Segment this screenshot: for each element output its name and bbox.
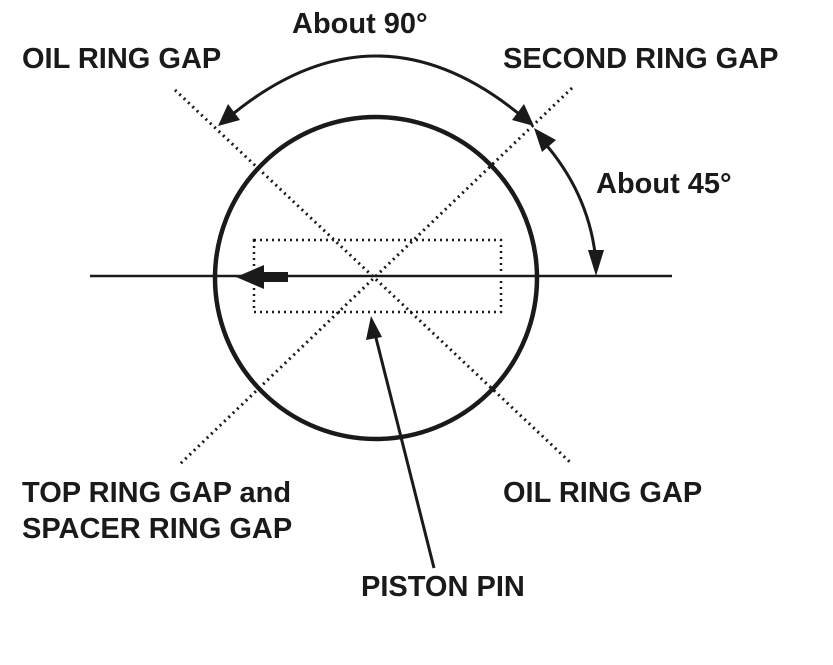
arc-arrow-90 <box>218 54 534 126</box>
label-second-ring-gap: SECOND RING GAP <box>503 43 779 75</box>
label-oil-ring-gap-upper: OIL RING GAP <box>22 43 221 75</box>
diagonal-line-second-top-ring <box>178 86 574 466</box>
piston-pin-leader <box>366 316 436 569</box>
label-about-45: About 45° <box>596 168 732 200</box>
label-about-90: About 90° <box>292 8 428 40</box>
front-direction-arrow <box>236 265 288 289</box>
label-top-ring-gap-line1: TOP RING GAP and <box>22 477 291 509</box>
diagonal-line-oil-ring <box>173 88 574 466</box>
label-oil-ring-gap-lower: OIL RING GAP <box>503 477 702 509</box>
arc-arrow-45 <box>534 128 604 276</box>
piston-circle <box>212 114 540 442</box>
label-piston-pin: PISTON PIN <box>361 571 525 603</box>
label-top-ring-gap-line2: SPACER RING GAP <box>22 513 292 545</box>
